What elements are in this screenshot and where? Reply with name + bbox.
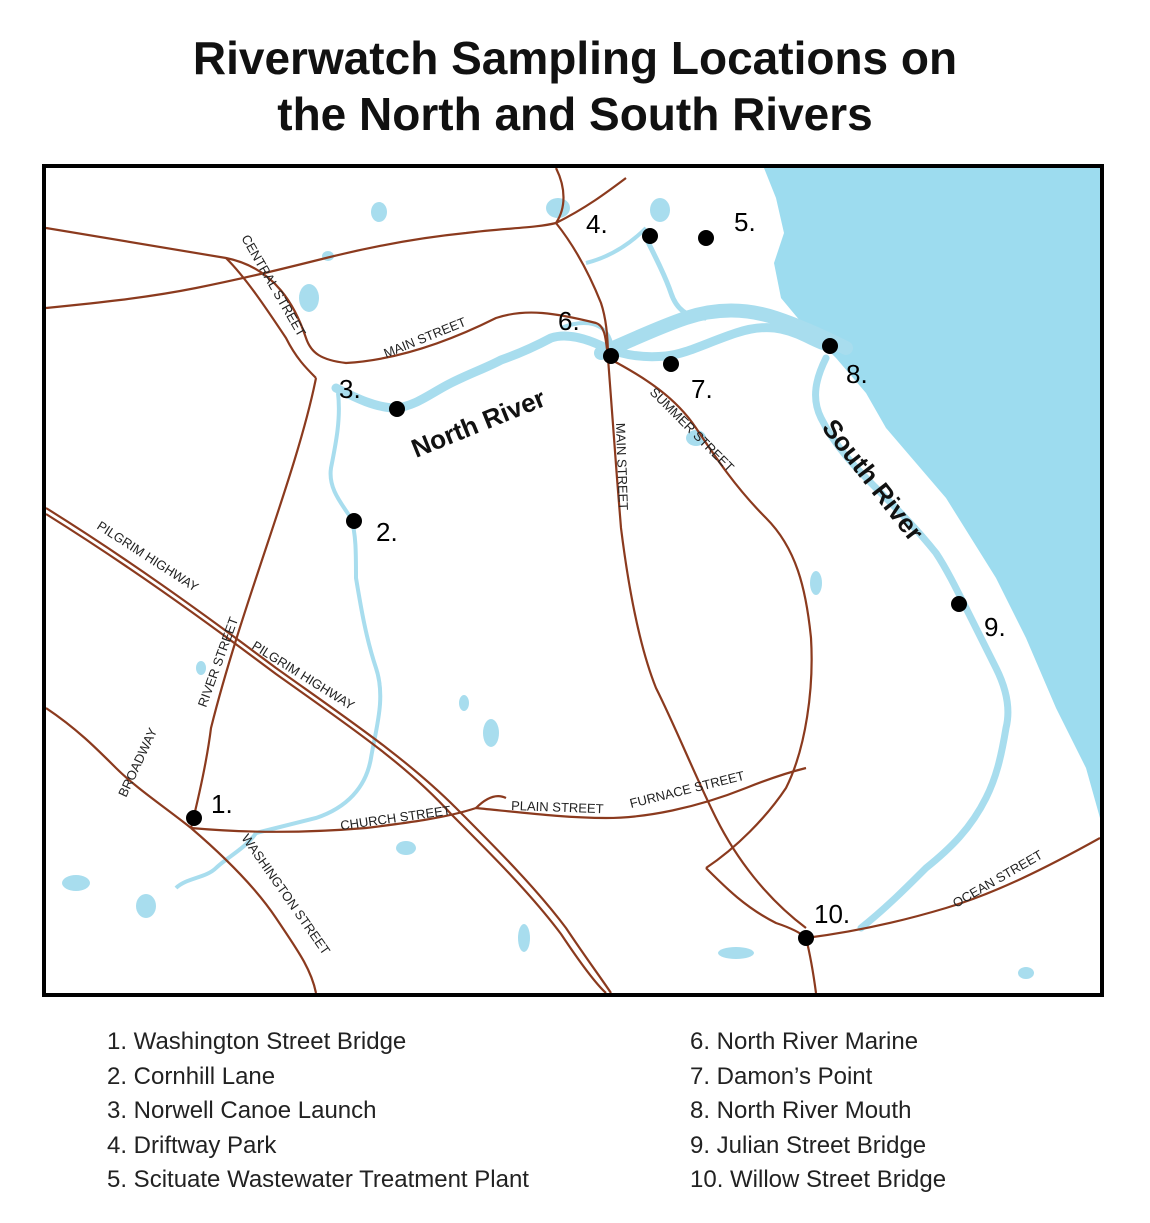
site-5-marker[interactable] — [698, 230, 714, 246]
legend-item-2: 2. Cornhill Lane — [107, 1062, 276, 1090]
site-10-marker[interactable] — [798, 930, 814, 946]
site-5-label: 5. — [734, 207, 756, 237]
site-7-marker[interactable] — [663, 356, 679, 372]
site-3-marker[interactable] — [389, 401, 405, 417]
site-8-label: 8. — [846, 359, 868, 389]
legend-item-4: 4. Driftway Park — [107, 1131, 277, 1159]
site-3-label: 3. — [339, 374, 361, 404]
site-1-label: 1. — [211, 789, 233, 819]
roads — [46, 168, 1100, 993]
map-title-line-1: Riverwatch Sampling Locations on — [192, 32, 958, 84]
site-2-label: 2. — [376, 517, 398, 547]
site-1[interactable]: 1. — [186, 789, 233, 826]
site-9[interactable]: 9. — [951, 596, 1006, 642]
site-5[interactable]: 5. — [698, 207, 756, 246]
ocean — [764, 168, 1100, 818]
road-label-pilgrim-highway-2: PILGRIM HIGHWAY — [249, 638, 357, 713]
legend-item-7: 7. Damon’s Point — [690, 1062, 873, 1090]
legend-item-10: 10. Willow Street Bridge — [690, 1166, 947, 1193]
site-3[interactable]: 3. — [339, 374, 405, 417]
site-6[interactable]: 6. — [558, 306, 619, 364]
site-4-marker[interactable] — [642, 228, 658, 244]
sampling-sites: 1. 2. 3. 4. 5. 6. — [186, 207, 1006, 946]
site-7-label: 7. — [691, 374, 713, 404]
legend-right-column: 6. North River Marine 7. Damon’s Point 8… — [690, 1025, 946, 1198]
legend-item-5: 5. Scituate Wastewater Treatment Plant — [107, 1166, 529, 1193]
road-label-ocean-street: OCEAN STREET — [950, 847, 1045, 911]
road-label-main-street-south: MAIN STREET — [613, 423, 631, 511]
road-label-furnace-street: FURNACE STREET — [628, 768, 746, 811]
site-10[interactable]: 10. — [798, 899, 850, 946]
site-1-marker[interactable] — [186, 810, 202, 826]
road-label-church-street: CHURCH STREET — [339, 803, 451, 833]
site-4[interactable]: 4. — [586, 209, 658, 244]
tributaries — [174, 226, 648, 890]
site-8[interactable]: 8. — [822, 338, 868, 389]
map-frame[interactable]: CENTRAL STREET MAIN STREET MAIN STREET S… — [42, 164, 1104, 997]
legend-left-column: 1. Washington Street Bridge 2. Cornhill … — [107, 1025, 529, 1198]
ponds — [62, 198, 1034, 979]
site-9-marker[interactable] — [951, 596, 967, 612]
site-6-marker[interactable] — [603, 348, 619, 364]
site-4-label: 4. — [586, 209, 608, 239]
road-label-washington-street: WASHINGTON STREET — [239, 831, 334, 957]
map-title-line-2: the North and South Rivers — [277, 88, 873, 140]
site-10-label: 10. — [814, 899, 850, 929]
legend-item-8: 8. North River Mouth — [690, 1097, 912, 1124]
north-river — [331, 323, 841, 413]
site-2[interactable]: 2. — [346, 513, 398, 547]
legend-item-3: 3. Norwell Canoe Launch — [107, 1097, 377, 1124]
south-river — [812, 354, 1012, 932]
site-2-marker[interactable] — [346, 513, 362, 529]
map-title: Riverwatch Sampling Locations on the Nor… — [0, 30, 1150, 142]
legend-item-1: 1. Washington Street Bridge — [107, 1028, 407, 1055]
site-7[interactable]: 7. — [663, 356, 713, 404]
map-canvas[interactable]: CENTRAL STREET MAIN STREET MAIN STREET S… — [46, 168, 1100, 993]
site-8-marker[interactable] — [822, 338, 838, 354]
legend-item-9: 9. Julian Street Bridge — [690, 1131, 927, 1159]
site-6-label: 6. — [558, 306, 580, 336]
road-label-plain-street: PLAIN STREET — [511, 798, 604, 816]
north-river-estuary — [594, 303, 853, 360]
site-9-label: 9. — [984, 612, 1006, 642]
north-river-channel-north — [643, 236, 707, 321]
legend-item-6: 6. North River Marine — [690, 1028, 919, 1055]
